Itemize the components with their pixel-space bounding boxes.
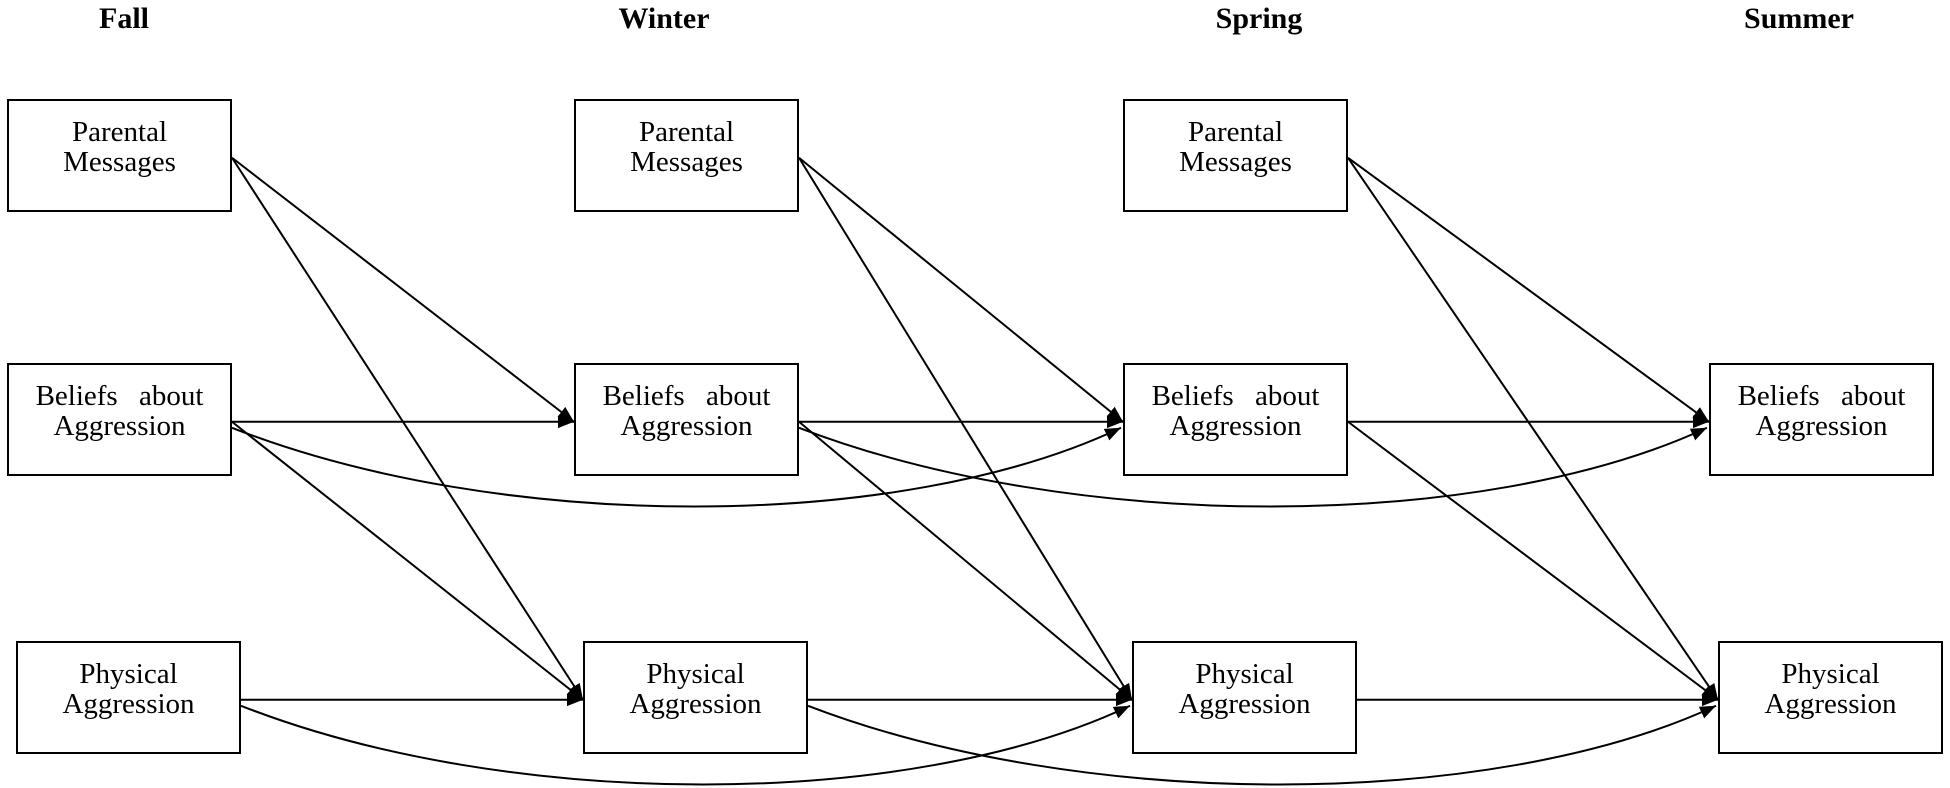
wave-header-fall: Fall <box>99 2 149 35</box>
node-label-line2: Messages <box>1179 146 1292 178</box>
path-arrow-spring-ba-to-summer-pa <box>1347 420 1719 701</box>
path-arrow-winter-ba-to-summer-ba <box>798 426 1708 508</box>
path-arrow-fall-pm-to-winter-ba <box>231 156 575 423</box>
node-label-line1: Beliefs about <box>1737 380 1906 412</box>
node-label-line2: Aggression <box>1755 410 1888 442</box>
path-arrow-winter-pm-to-spring-ba <box>798 156 1124 423</box>
node-label-line2: Aggression <box>620 410 753 442</box>
node-summer-beliefs-about-aggression: Beliefs about Aggression <box>1709 363 1934 476</box>
node-label-line1: Beliefs about <box>602 380 771 412</box>
node-label-line1: Parental <box>1187 116 1283 148</box>
node-label-line1: Physical <box>79 658 178 690</box>
node-spring-physical-aggression: Physical Aggression <box>1132 641 1357 754</box>
node-fall-beliefs-about-aggression: Beliefs about Aggression <box>7 363 232 476</box>
node-label-line1: Parental <box>638 116 734 148</box>
node-label-line2: Aggression <box>629 688 762 720</box>
path-arrow-winter-pm-to-spring-pa <box>798 157 1133 701</box>
path-arrow-fall-ba-to-spring-ba <box>231 426 1122 508</box>
node-label-line2: Messages <box>630 146 743 178</box>
node-fall-parental-messages: Parental Messages <box>7 99 232 212</box>
node-label-line1: Beliefs about <box>35 380 204 412</box>
node-winter-parental-messages: Parental Messages <box>574 99 799 212</box>
node-label-line2: Aggression <box>1178 688 1311 720</box>
path-arrow-fall-pa-to-spring-pa <box>240 704 1131 786</box>
node-fall-physical-aggression: Physical Aggression <box>16 641 241 754</box>
node-spring-parental-messages: Parental Messages <box>1123 99 1348 212</box>
path-arrow-winter-pa-to-summer-pa <box>807 704 1717 786</box>
node-label-line1: Beliefs about <box>1151 380 1320 412</box>
wave-header-winter: Winter <box>618 2 710 35</box>
node-label-line2: Aggression <box>62 688 195 720</box>
path-arrow-winter-ba-to-spring-pa <box>798 420 1133 701</box>
node-summer-physical-aggression: Physical Aggression <box>1718 641 1943 754</box>
path-arrow-fall-ba-to-winter-pa <box>231 420 584 701</box>
node-label-line1: Physical <box>646 658 745 690</box>
wave-header-spring: Spring <box>1215 2 1303 35</box>
node-label-line2: Messages <box>63 146 176 178</box>
node-label-line1: Physical <box>1195 658 1294 690</box>
node-label-line1: Parental <box>71 116 167 148</box>
node-label-line2: Aggression <box>1169 410 1302 442</box>
path-arrow-fall-pm-to-winter-pa <box>231 157 584 701</box>
node-label-line2: Aggression <box>1764 688 1897 720</box>
node-winter-beliefs-about-aggression: Beliefs about Aggression <box>574 363 799 476</box>
path-arrow-spring-pm-to-summer-ba <box>1347 156 1710 423</box>
node-winter-physical-aggression: Physical Aggression <box>583 641 808 754</box>
path-arrow-spring-pm-to-summer-pa <box>1347 157 1719 701</box>
node-label-line2: Aggression <box>53 410 186 442</box>
node-spring-beliefs-about-aggression: Beliefs about Aggression <box>1123 363 1348 476</box>
wave-header-summer: Summer <box>1744 2 1854 35</box>
node-label-line1: Physical <box>1781 658 1880 690</box>
